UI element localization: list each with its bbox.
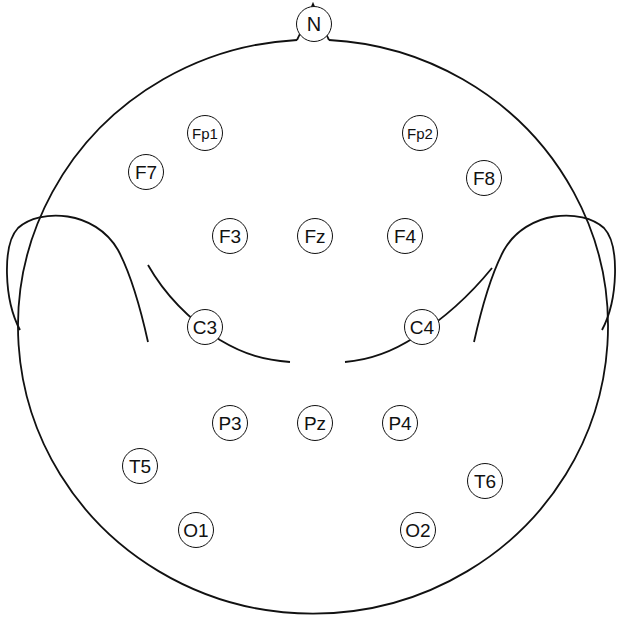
- electrode-label: T5: [129, 457, 151, 476]
- electrode-circle: T5: [122, 448, 158, 484]
- electrode-label: F7: [135, 163, 157, 182]
- electrode-circle: Fz: [297, 218, 333, 254]
- electrode-label: O1: [183, 521, 208, 540]
- head-drawing: [7, 4, 615, 614]
- electrode-circle: P3: [212, 405, 248, 441]
- electrode-label: N: [307, 14, 321, 34]
- electrode-label: F8: [473, 169, 495, 188]
- electrode-circle: P4: [382, 405, 418, 441]
- electrode-label: Fz: [304, 227, 325, 246]
- electrode-circle: F7: [128, 154, 164, 190]
- electrode-label: P4: [388, 414, 411, 433]
- electrode-circle: O1: [178, 512, 214, 548]
- head-circle: [18, 40, 608, 614]
- electrode-circle: C3: [187, 309, 223, 345]
- electrode-circle: Pz: [297, 405, 333, 441]
- electrode-label: Pz: [304, 414, 326, 433]
- electrode-label: T6: [474, 472, 496, 491]
- electrode-label: O2: [405, 521, 430, 540]
- electrode-label: P3: [218, 414, 241, 433]
- electrode-circle: F4: [387, 218, 423, 254]
- electrode-label: F4: [394, 227, 416, 246]
- electrode-circle: O2: [400, 512, 436, 548]
- electrode-circle: N: [296, 6, 332, 42]
- central-arc-left: [148, 265, 290, 362]
- electrode-circle: T6: [467, 463, 503, 499]
- electrode-circle: C4: [404, 309, 440, 345]
- central-arc-right: [345, 268, 492, 362]
- electrode-label: Fp1: [192, 126, 218, 141]
- right-ear: [474, 216, 615, 342]
- electrode-label: F3: [219, 227, 241, 246]
- electrode-circle: F8: [466, 160, 502, 196]
- electrode-label: C4: [410, 318, 434, 337]
- electrode-circle: F3: [212, 218, 248, 254]
- electrode-label: C3: [193, 318, 217, 337]
- left-ear: [7, 216, 148, 342]
- electrode-circle: Fp2: [402, 115, 438, 151]
- electrode-circle: Fp1: [187, 115, 223, 151]
- electrode-label: Fp2: [407, 126, 433, 141]
